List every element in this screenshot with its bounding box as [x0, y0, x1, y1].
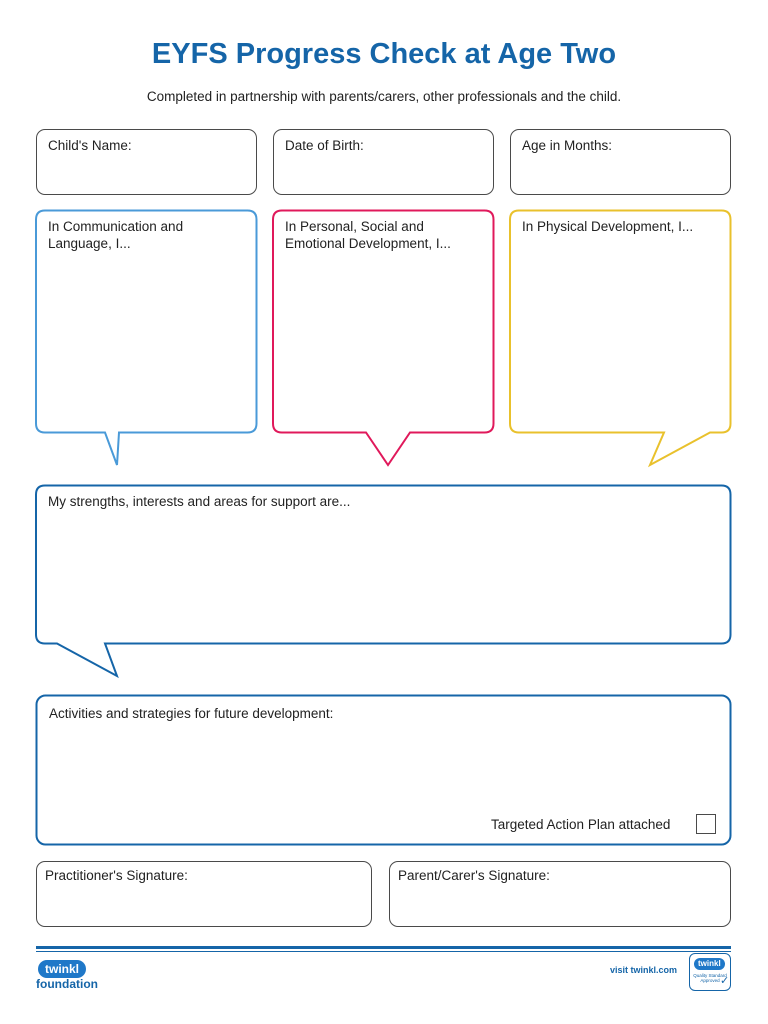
personal-social-label: In Personal, Social and Emotional Develo… [285, 219, 451, 251]
childs-name-label: Child's Name: [48, 138, 132, 153]
age-in-months-field[interactable] [510, 129, 731, 195]
practitioner-signature-field[interactable] [36, 861, 372, 927]
footer-divider-thin [36, 951, 731, 952]
parent-carer-signature-label: Parent/Carer's Signature: [398, 868, 550, 883]
check-icon: ✓ [720, 975, 730, 987]
twinkl-logo-word: twinkl [38, 960, 87, 978]
page-subtitle: Completed in partnership with parents/ca… [146, 89, 622, 104]
activities-label: Activities and strategies for future dev… [49, 706, 334, 721]
childs-name-field[interactable] [36, 129, 257, 195]
physical-bubble[interactable] [509, 209, 732, 468]
personal-social-bubble[interactable] [272, 209, 495, 467]
communication-bubble[interactable] [35, 209, 258, 466]
visit-twinkl-link[interactable]: visit twinkl.com [610, 965, 678, 975]
age-in-months-label: Age in Months: [522, 138, 613, 153]
activities-box[interactable] [35, 694, 732, 846]
practitioner-signature-label: Practitioner's Signature: [45, 868, 188, 883]
date-of-birth-label: Date of Birth: [285, 138, 364, 153]
footer-divider [36, 946, 731, 949]
targeted-action-plan-checkbox[interactable] [696, 814, 716, 834]
page-title: EYFS Progress Check at Age Two [151, 38, 617, 70]
badge-text: Quality Standard Approved [693, 973, 727, 983]
strengths-label: My strengths, interests and areas for su… [48, 494, 351, 509]
foundation-logo-word: foundation [36, 977, 98, 991]
badge-brand: twinkl [694, 958, 725, 970]
targeted-action-plan-label: Targeted Action Plan attached [491, 817, 671, 832]
date-of-birth-field[interactable] [273, 129, 494, 195]
parent-carer-signature-field[interactable] [389, 861, 731, 927]
physical-label: In Physical Development, I... [522, 219, 694, 234]
communication-label: In Communication and Language, I... [48, 219, 184, 251]
strengths-bubble[interactable] [35, 484, 732, 679]
quality-standard-badge: twinkl Quality Standard Approved ✓ [689, 953, 731, 991]
